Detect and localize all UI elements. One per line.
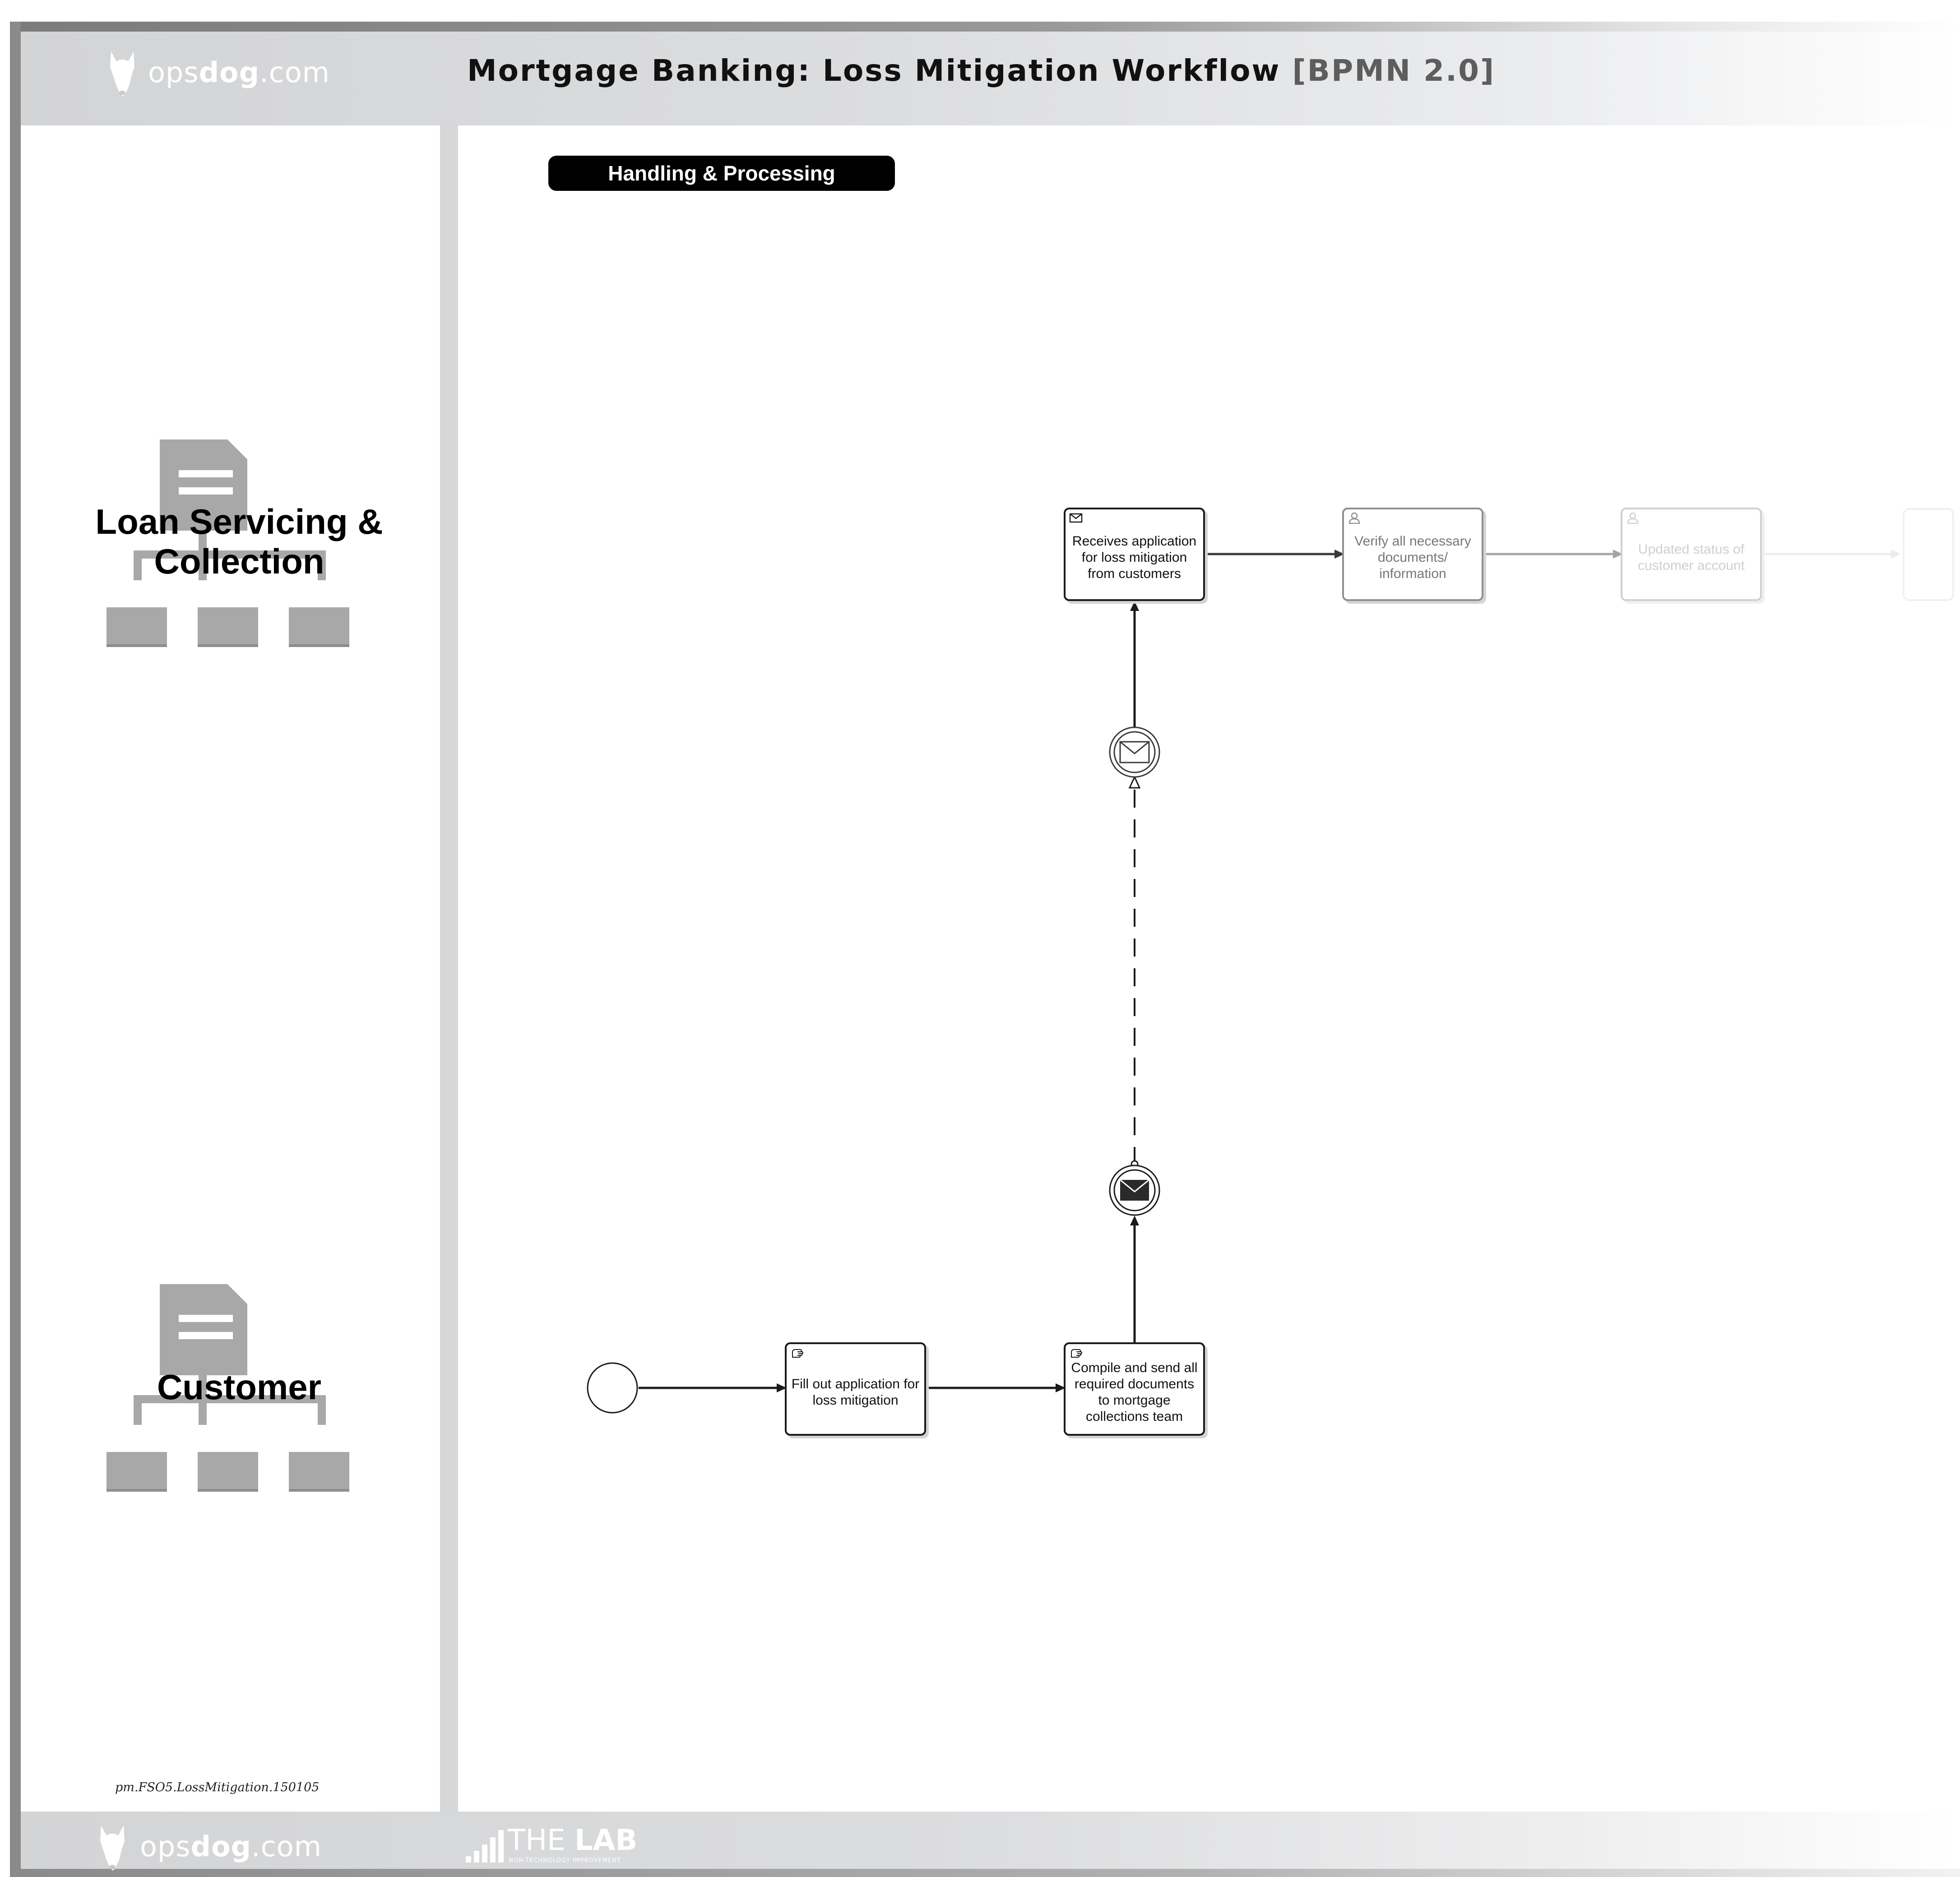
lab-title-light: THE (508, 1824, 565, 1857)
dog-logo-icon (107, 49, 138, 97)
task-label: Compile and send all required documents … (1071, 1360, 1198, 1424)
message-catch-event (1109, 726, 1160, 778)
envelope-icon (1069, 513, 1083, 523)
frame-bottom (10, 1869, 1960, 1877)
task-verify-documents: Verify all necessary documents/ informat… (1342, 508, 1483, 601)
frame-left (10, 22, 21, 1877)
brand-com: .com (259, 56, 330, 89)
header-band (21, 32, 1960, 125)
task-update-status: Updated status of customer account (1621, 508, 1762, 601)
page-title: Mortgage Banking: Loss Mitigation Workfl… (467, 53, 1495, 98)
task-label: Receives application for loss mitigation… (1072, 533, 1197, 581)
arrowhead (1334, 550, 1344, 559)
the-lab-tagline: NON-TECHNOLOGY IMPROVEMENT (509, 1857, 621, 1864)
lab-title-bold: LAB (575, 1824, 638, 1857)
footer-band (21, 1812, 1960, 1869)
arrowhead (1130, 601, 1139, 611)
the-lab-logo: THE LAB (508, 1825, 637, 1856)
frame-top (10, 22, 1960, 32)
task-label: Updated status of customer account (1638, 541, 1745, 573)
hand-icon (1071, 1349, 1083, 1358)
faded-next-task (1903, 508, 1954, 601)
task-receive-application: Receives application for loss mitigation… (1064, 508, 1205, 601)
document-code: pm.FSO5.LossMitigation.150105 (115, 1780, 320, 1794)
signal-bars-icon (465, 1828, 510, 1863)
arrowhead (1056, 1383, 1066, 1392)
task-label: Verify all necessary documents/ informat… (1354, 533, 1471, 581)
user-icon (1627, 512, 1639, 524)
brand-dog: dog (199, 56, 259, 89)
start-event (587, 1362, 638, 1414)
lane-label-loan-servicing: Loan Servicing &Collection (41, 502, 438, 581)
title-text: Mortgage Banking: Loss Mitigation Workfl… (467, 53, 1281, 88)
task-compile-documents: Compile and send all required documents … (1064, 1342, 1205, 1436)
phase-header: Handling & Processing (548, 156, 895, 191)
dog-logo-icon (97, 1823, 128, 1872)
message-flow-arrowhead (1128, 775, 1141, 789)
title-tag: [BPMN 2.0] (1292, 53, 1496, 88)
arrowhead (1891, 550, 1901, 559)
org-chart-icon (107, 1282, 357, 1494)
task-label: Fill out application for loss mitigation (791, 1376, 920, 1408)
arrowhead (777, 1383, 787, 1392)
lane-label-line2: Collection (154, 541, 324, 581)
brand-ops: ops (140, 1830, 191, 1863)
arrowhead (1613, 550, 1623, 559)
lane-label-customer: Customer (41, 1367, 438, 1407)
footer-brand-logo: opsdog.com (140, 1830, 322, 1863)
brand-ops: ops (148, 56, 199, 89)
user-icon (1348, 512, 1360, 524)
org-chart-icon (107, 438, 357, 650)
lane-label-line1: Loan Servicing & (95, 502, 383, 541)
phase-label: Handling & Processing (608, 162, 835, 185)
brand-com: .com (251, 1830, 322, 1863)
arrowhead (1130, 1216, 1139, 1225)
hand-icon (792, 1349, 804, 1358)
task-fill-application: Fill out application for loss mitigation (785, 1342, 926, 1436)
brand-dog: dog (190, 1830, 251, 1863)
message-throw-event (1109, 1165, 1160, 1216)
header-brand-logo: opsdog.com (148, 56, 330, 89)
lane-label-line1: Customer (157, 1367, 322, 1407)
